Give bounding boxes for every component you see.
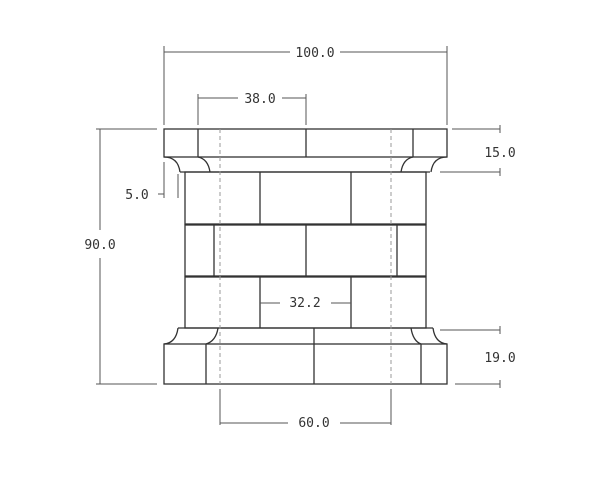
centerlines [219,129,392,384]
dim-block-length: 32.2 [289,296,320,311]
block-courses [184,171,427,329]
dim-top-inner-width: 38.0 [244,92,275,107]
base [163,327,448,385]
dim-cap-height: 15.0 [484,146,515,161]
dim-fillet-offset: 5.0 [125,188,148,203]
dim-hole-spacing: 60.0 [298,416,329,431]
top-cap [163,128,448,173]
dimension-lines [96,46,501,425]
dim-overall-height: 90.0 [84,238,115,253]
dim-overall-width: 100.0 [295,46,334,61]
dim-base-height: 19.0 [484,351,515,366]
